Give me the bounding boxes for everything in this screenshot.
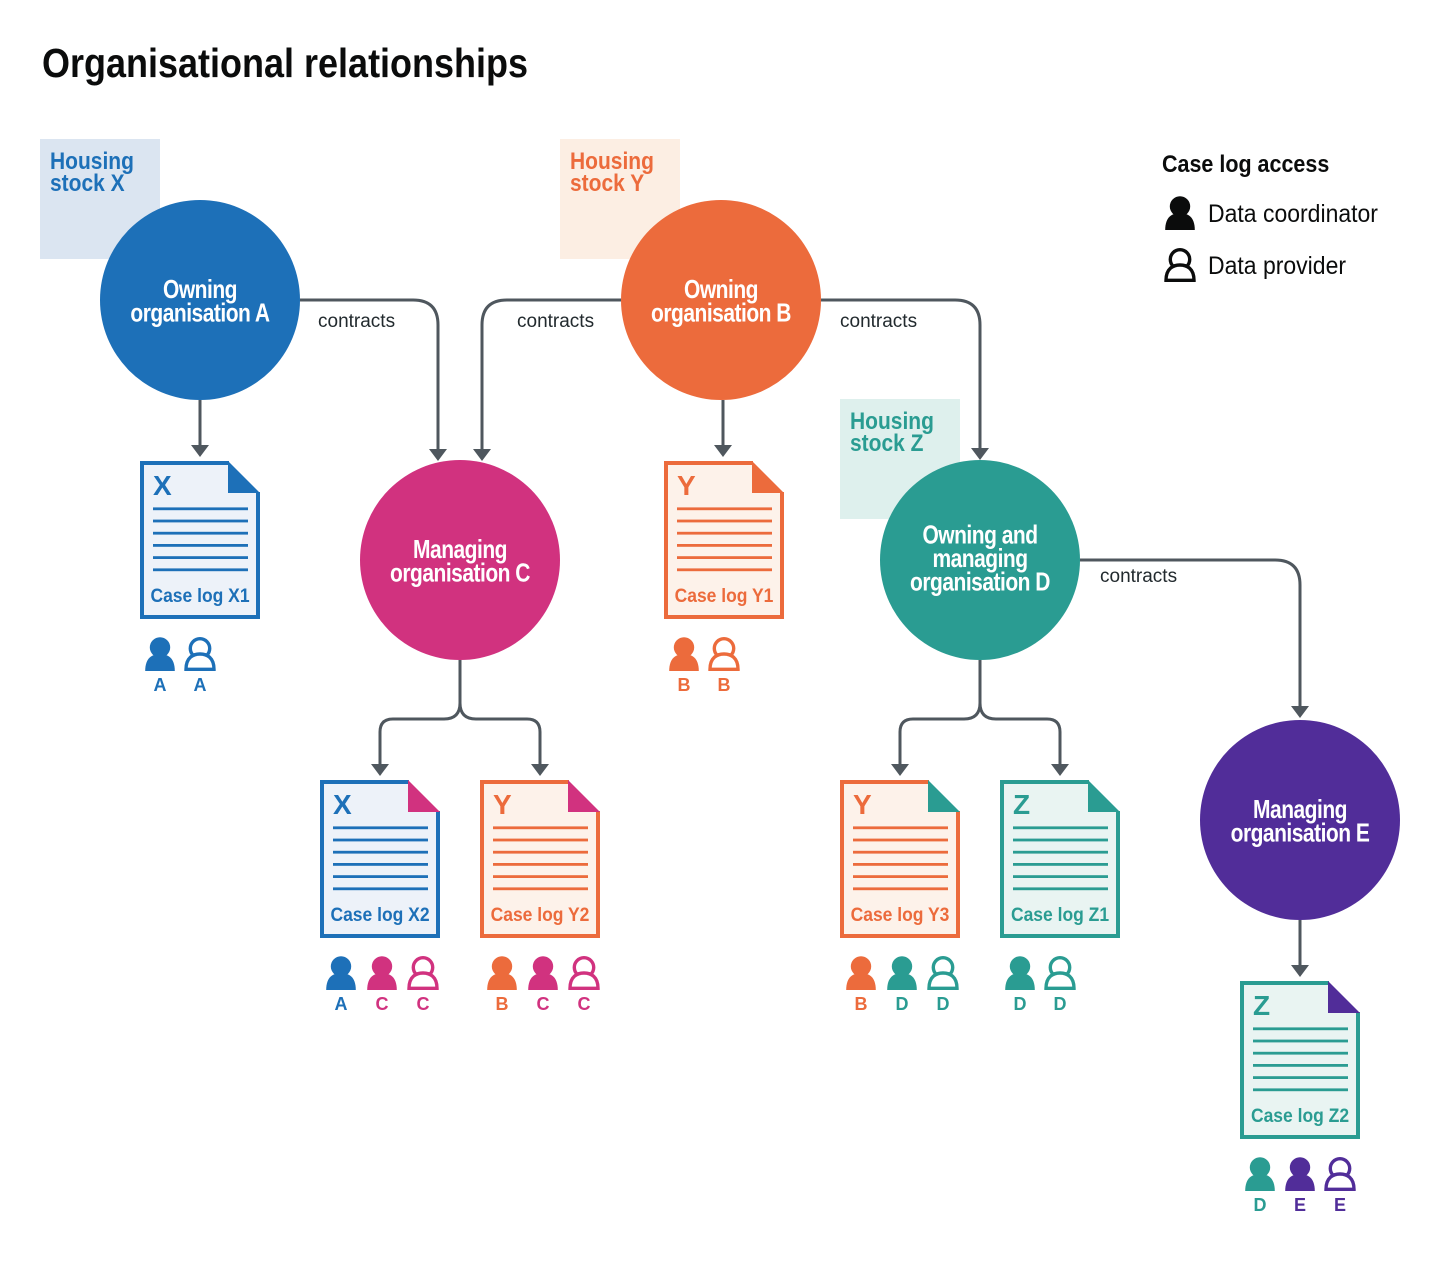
svg-text:Y: Y: [853, 789, 872, 820]
svg-text:Case log Z1: Case log Z1: [1011, 903, 1109, 925]
svg-text:Case log Y2: Case log Y2: [491, 903, 590, 925]
svg-text:C: C: [537, 994, 550, 1014]
svg-text:Case log Y1: Case log Y1: [675, 584, 774, 606]
svg-text:Case log X2: Case log X2: [330, 903, 429, 925]
svg-text:Z: Z: [1013, 789, 1030, 820]
svg-text:X: X: [153, 470, 172, 501]
svg-text:B: B: [496, 994, 509, 1014]
svg-text:stock X: stock X: [50, 170, 125, 197]
svg-text:Housing: Housing: [50, 148, 134, 175]
svg-text:Owning: Owning: [163, 275, 237, 303]
svg-text:Owning: Owning: [684, 275, 758, 303]
svg-text:contracts: contracts: [1100, 566, 1177, 587]
svg-text:organisation B: organisation B: [651, 299, 791, 327]
svg-text:contracts: contracts: [517, 311, 594, 332]
svg-text:D: D: [1254, 1195, 1267, 1215]
svg-text:Housing: Housing: [570, 148, 654, 175]
svg-text:Housing: Housing: [850, 408, 934, 435]
svg-text:managing: managing: [932, 544, 1027, 572]
svg-text:organisation A: organisation A: [130, 299, 270, 327]
svg-text:organisation E: organisation E: [1231, 819, 1370, 847]
svg-text:Z: Z: [1253, 990, 1270, 1021]
svg-text:E: E: [1334, 1195, 1346, 1215]
svg-text:Managing: Managing: [413, 535, 507, 563]
svg-text:B: B: [678, 675, 691, 695]
svg-text:Data provider: Data provider: [1208, 252, 1346, 280]
svg-text:D: D: [937, 994, 950, 1014]
svg-text:contracts: contracts: [840, 311, 917, 332]
svg-text:A: A: [154, 675, 167, 695]
svg-text:Case log Z2: Case log Z2: [1251, 1104, 1349, 1126]
svg-text:Owning and: Owning and: [922, 521, 1037, 549]
svg-text:C: C: [578, 994, 591, 1014]
svg-text:Y: Y: [493, 789, 512, 820]
svg-text:Y: Y: [677, 470, 696, 501]
svg-text:D: D: [1054, 994, 1067, 1014]
svg-text:C: C: [376, 994, 389, 1014]
svg-text:C: C: [417, 994, 430, 1014]
svg-text:B: B: [718, 675, 731, 695]
svg-text:organisation C: organisation C: [390, 559, 530, 587]
svg-text:Data coordinator: Data coordinator: [1208, 200, 1378, 228]
svg-text:X: X: [333, 789, 352, 820]
svg-text:Case log access: Case log access: [1162, 151, 1329, 177]
svg-text:stock Z: stock Z: [850, 430, 924, 457]
svg-text:A: A: [194, 675, 207, 695]
svg-text:D: D: [896, 994, 909, 1014]
svg-text:E: E: [1294, 1195, 1306, 1215]
svg-text:D: D: [1014, 994, 1027, 1014]
svg-text:stock Y: stock Y: [570, 170, 644, 197]
svg-text:Case log Y3: Case log Y3: [851, 903, 950, 925]
svg-text:B: B: [855, 994, 868, 1014]
svg-text:Managing: Managing: [1253, 795, 1347, 823]
svg-text:Organisational relationships: Organisational relationships: [42, 41, 528, 87]
svg-text:organisation D: organisation D: [910, 568, 1050, 596]
svg-text:A: A: [335, 994, 348, 1014]
svg-text:Case log X1: Case log X1: [150, 584, 249, 606]
svg-text:contracts: contracts: [318, 311, 395, 332]
